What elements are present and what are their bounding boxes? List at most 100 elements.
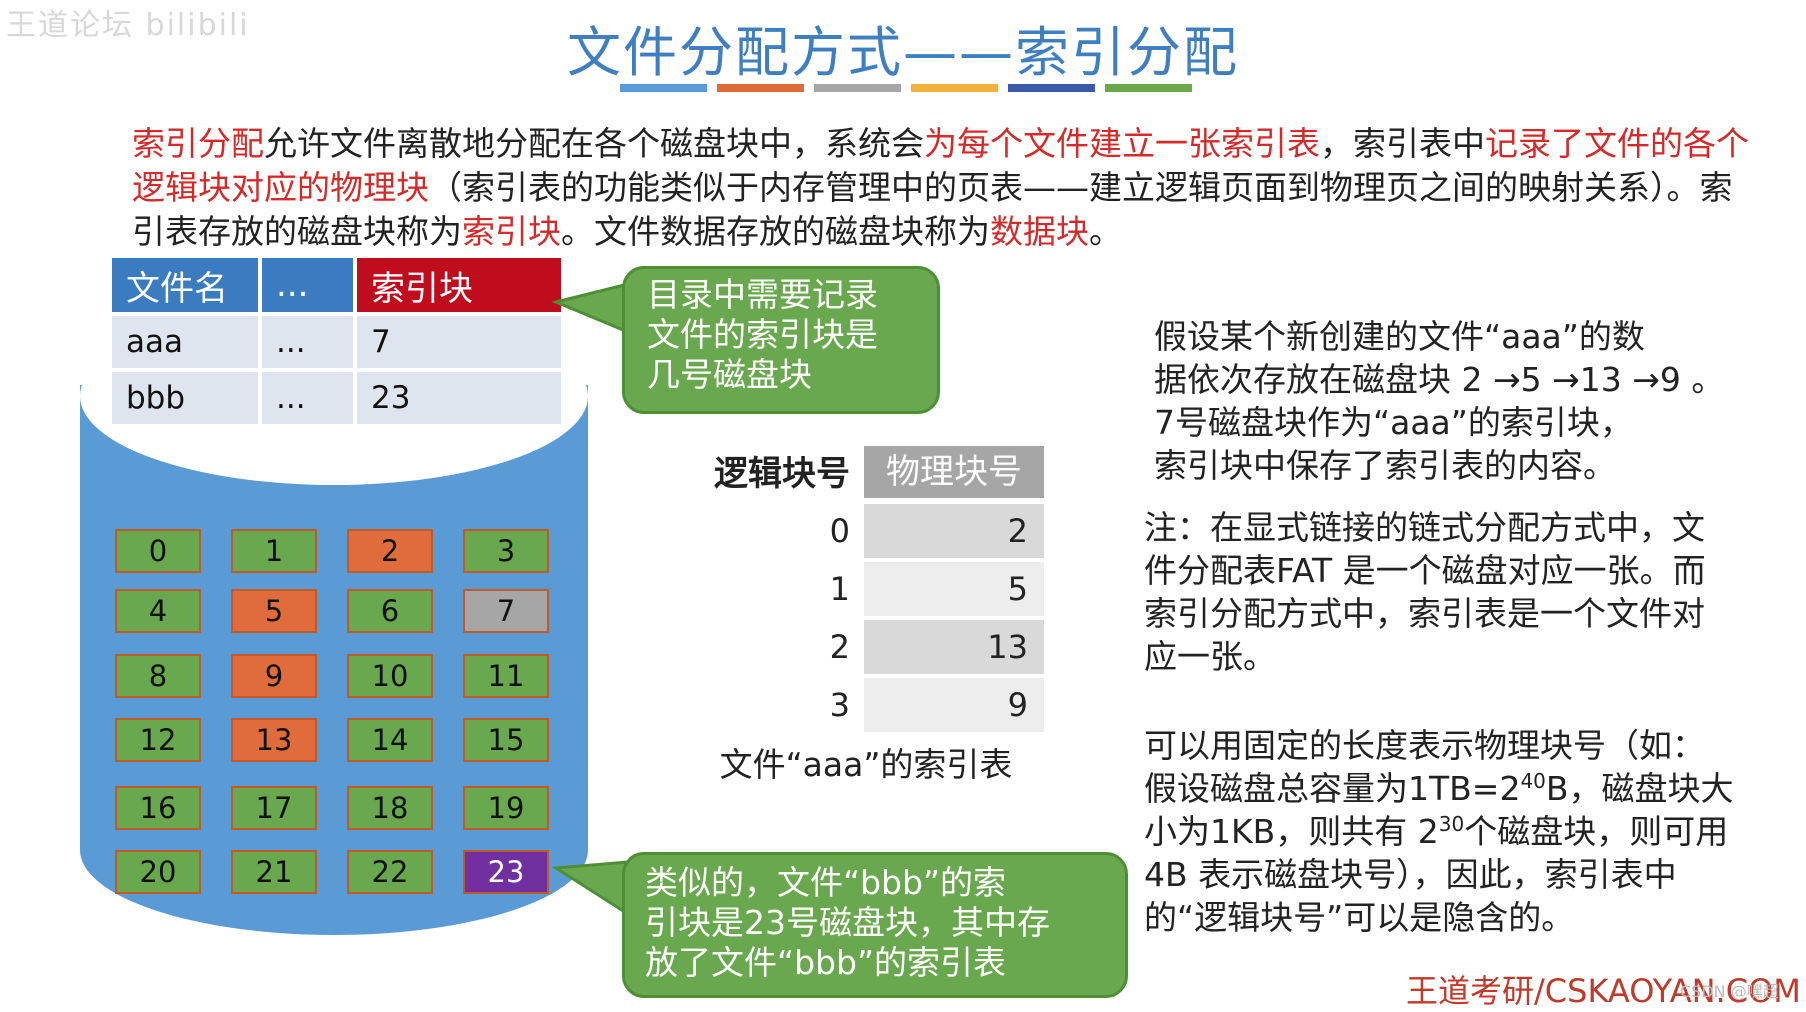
index-table-header-physical: 物理块号	[864, 446, 1044, 498]
note-paragraph: 注：在显式链接的链式分配方式中，文 件分配表FAT 是一个磁盘对应一张。而 索引…	[1144, 506, 1764, 678]
paragraph-line: 小为1KB，则共有 230个磁盘块，则可用	[1144, 810, 1774, 853]
directory-cell: bbb	[112, 370, 262, 428]
paragraph-line: 注：在显式链接的链式分配方式中，文	[1144, 508, 1705, 547]
paragraph-line: 7号磁盘块作为“aaa”的索引块，	[1154, 403, 1633, 442]
callout2-pointer	[552, 860, 630, 917]
index-logical-cell: 3	[829, 686, 850, 724]
title-bar-segment	[1105, 84, 1192, 92]
directory-cell: 23	[355, 370, 565, 428]
intro-highlight: 索引分配	[132, 124, 264, 163]
callout-line: 几号磁盘块	[647, 355, 812, 394]
paragraph-line: 应一张。	[1144, 637, 1276, 676]
disk-block-17: 17	[231, 786, 317, 830]
disk-block-22: 22	[347, 850, 433, 894]
directory-header: ...	[260, 258, 357, 316]
disk-block-23: 23	[463, 850, 549, 894]
directory-row: bbb ... 23	[112, 370, 565, 428]
intro-text: ，索引表中	[1320, 124, 1485, 163]
directory-cell: aaa	[112, 314, 262, 372]
text-span: B，磁盘块大	[1545, 769, 1734, 808]
index-table-caption: 文件“aaa”的索引表	[719, 745, 1013, 784]
page-title: 文件分配方式——索引分配	[567, 21, 1239, 84]
callout-line: 类似的，文件“bbb”的索	[645, 863, 1007, 902]
disk-block-18: 18	[347, 786, 433, 830]
paragraph-line: 的“逻辑块号”可以是隐含的。	[1144, 898, 1575, 937]
csdn-watermark: CSDN @嘿超	[1680, 982, 1779, 1001]
text-span: 个磁盘块，则可用	[1464, 812, 1729, 851]
disk-block-8: 8	[115, 654, 201, 698]
intro-highlight: 数据块	[990, 212, 1089, 251]
disk-block-2: 2	[347, 529, 433, 573]
disk-block-3: 3	[463, 529, 549, 573]
disk-block-9: 9	[231, 654, 317, 698]
callout-line: 引块是23号磁盘块，其中存	[645, 903, 1050, 942]
title-color-bar	[620, 84, 1192, 92]
disk-block-14: 14	[347, 718, 433, 762]
example-paragraph: 假设某个新创建的文件“aaa”的数 据依次存放在磁盘块 2 →5 →13 →9 …	[1154, 315, 1754, 487]
text-span: 小为1KB，则共有 2	[1144, 812, 1439, 851]
index-physical-cell: 2	[864, 504, 1044, 558]
index-physical-cell: 13	[864, 620, 1044, 674]
callout-line: 放了文件“bbb”的索引表	[645, 943, 1007, 982]
intro-highlight: 索引块	[462, 212, 561, 251]
index-logical-cell: 1	[829, 570, 850, 608]
callout-line: 目录中需要记录	[647, 275, 878, 314]
watermark: 王道论坛 bilibili	[6, 8, 250, 43]
disk-block-0: 0	[115, 529, 201, 573]
disk-block-19: 19	[463, 786, 549, 830]
directory-header: 文件名	[112, 258, 262, 316]
intro-paragraph: 索引分配允许文件离散地分配在各个磁盘块中，系统会为每个文件建立一张索引表，索引表…	[132, 122, 1762, 254]
directory-cell: 7	[355, 314, 565, 372]
paragraph-line: 假设磁盘总容量为1TB=240B，磁盘块大	[1144, 767, 1774, 810]
index-logical-cell: 0	[829, 512, 850, 550]
title-bar-segment	[911, 84, 998, 92]
text-span: 假设磁盘总容量为1TB=2	[1144, 769, 1521, 808]
disk-block-20: 20	[115, 850, 201, 894]
title-bar-segment	[620, 84, 707, 92]
paragraph-line: 可以用固定的长度表示物理块号（如：	[1144, 726, 1705, 765]
directory-row: aaa ... 7	[112, 314, 565, 372]
index-physical-cell: 5	[864, 562, 1044, 616]
exponent: 40	[1520, 769, 1546, 793]
callout-line: 文件的索引块是	[647, 315, 878, 354]
intro-text: （索引表的功能类似于内存管理中的页表——建立逻辑页面到物理页之间的映射关系）。索…	[132, 168, 1733, 251]
callout1-pointer	[552, 282, 630, 335]
directory-cell: ...	[260, 314, 357, 372]
intro-text: 。文件数据存放的磁盘块称为	[561, 212, 990, 251]
exponent: 30	[1438, 812, 1465, 836]
paragraph-line: 4B 表示磁盘块号），因此，索引表中	[1144, 855, 1677, 894]
paragraph-line: 件分配表FAT 是一个磁盘对应一张。而	[1144, 551, 1706, 590]
index-logical-cell: 2	[829, 628, 850, 666]
paragraph-line: 假设某个新创建的文件“aaa”的数	[1154, 317, 1645, 356]
title-bar-segment	[814, 84, 901, 92]
callout-directory-note: 目录中需要记录 文件的索引块是 几号磁盘块	[622, 266, 940, 414]
disk-block-12: 12	[115, 718, 201, 762]
paragraph-line: 索引分配方式中，索引表是一个文件对	[1144, 594, 1705, 633]
intro-highlight: 为每个文件建立一张索引表	[924, 124, 1320, 163]
disk-block-13: 13	[231, 718, 317, 762]
brand-footer: 王道考研/CSKAOYAN.COM	[1406, 972, 1801, 1010]
disk-block-15: 15	[463, 718, 549, 762]
directory-header-row: 文件名 ... 索引块	[112, 258, 565, 316]
index-table-header-logical: 逻辑块号	[714, 454, 850, 494]
disk-block-1: 1	[231, 529, 317, 573]
intro-text: 允许文件离散地分配在各个磁盘块中，系统会	[264, 124, 924, 163]
title-bar-segment	[1008, 84, 1095, 92]
directory-cell: ...	[260, 370, 357, 428]
directory-table: 文件名 ... 索引块 aaa ... 7 bbb ... 23	[112, 258, 565, 428]
intro-highlight: 记录了文件的各个逻辑块对应的物理块	[132, 124, 1749, 207]
disk-block-10: 10	[347, 654, 433, 698]
callout-bbb-note: 类似的，文件“bbb”的索 引块是23号磁盘块，其中存 放了文件“bbb”的索引…	[622, 852, 1128, 998]
disk-block-6: 6	[347, 589, 433, 633]
disk-block-7: 7	[463, 589, 549, 633]
disk-block-4: 4	[115, 589, 201, 633]
intro-text: 。	[1089, 212, 1122, 251]
paragraph-line: 据依次存放在磁盘块 2 →5 →13 →9 。	[1154, 360, 1725, 399]
directory-header-index-block: 索引块	[355, 258, 565, 316]
disk-block-5: 5	[231, 589, 317, 633]
implicit-index-paragraph: 可以用固定的长度表示物理块号（如： 假设磁盘总容量为1TB=240B，磁盘块大 …	[1144, 724, 1774, 939]
disk-block-11: 11	[463, 654, 549, 698]
title-bar-segment	[717, 84, 804, 92]
paragraph-line: 索引块中保存了索引表的内容。	[1154, 446, 1616, 485]
disk-block-16: 16	[115, 786, 201, 830]
